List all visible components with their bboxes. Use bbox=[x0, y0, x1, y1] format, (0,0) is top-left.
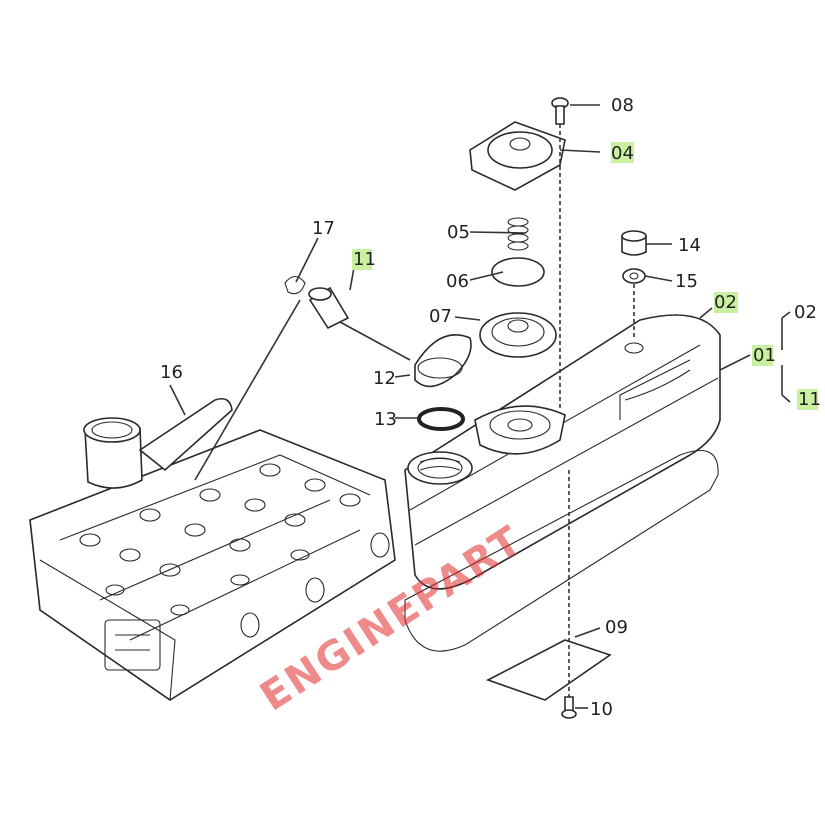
gasket-plate bbox=[485, 639, 612, 701]
label-09: 09 bbox=[605, 617, 628, 638]
label-12: 12 bbox=[373, 368, 396, 389]
breather-spring bbox=[507, 217, 529, 251]
label-17: 17 bbox=[312, 218, 335, 239]
highlight-11-bottom bbox=[797, 389, 818, 410]
highlight-11-top bbox=[352, 249, 372, 270]
label-11-bracket: 11 bbox=[798, 389, 821, 410]
rocker-cover bbox=[404, 314, 721, 590]
breather-cover bbox=[469, 121, 566, 191]
label-01: 01 bbox=[753, 345, 776, 366]
oil-filler-cap bbox=[414, 334, 472, 388]
label-05: 05 bbox=[447, 222, 470, 243]
washer bbox=[622, 268, 646, 284]
highlight-01 bbox=[752, 345, 773, 366]
label-16: 16 bbox=[160, 362, 183, 383]
label-04: 04 bbox=[611, 143, 634, 164]
bolt-top bbox=[551, 97, 569, 125]
label-11-pipe: 11 bbox=[353, 249, 376, 270]
label-02-cover: 02 bbox=[714, 292, 737, 313]
breather-pipe bbox=[308, 286, 350, 330]
hose-clamp bbox=[284, 275, 306, 295]
label-02-bracket: 02 bbox=[794, 302, 817, 323]
label-08: 08 bbox=[611, 95, 634, 116]
label-10: 10 bbox=[590, 699, 613, 720]
bolt-bottom bbox=[561, 696, 577, 719]
label-14: 14 bbox=[678, 235, 701, 256]
cover-gasket bbox=[404, 450, 719, 652]
highlight-02 bbox=[714, 292, 738, 313]
washer-hole bbox=[629, 272, 639, 280]
breather-seat bbox=[479, 312, 557, 358]
leader-lines bbox=[169, 104, 791, 709]
label-06: 06 bbox=[446, 271, 469, 292]
label-13: 13 bbox=[374, 409, 397, 430]
label-15: 15 bbox=[675, 271, 698, 292]
label-07: 07 bbox=[429, 306, 452, 327]
cap-nut bbox=[621, 230, 647, 256]
highlight-04 bbox=[611, 142, 634, 163]
o-ring bbox=[417, 407, 465, 431]
breather-diaphragm bbox=[491, 257, 545, 287]
cylinder-head bbox=[29, 397, 396, 701]
